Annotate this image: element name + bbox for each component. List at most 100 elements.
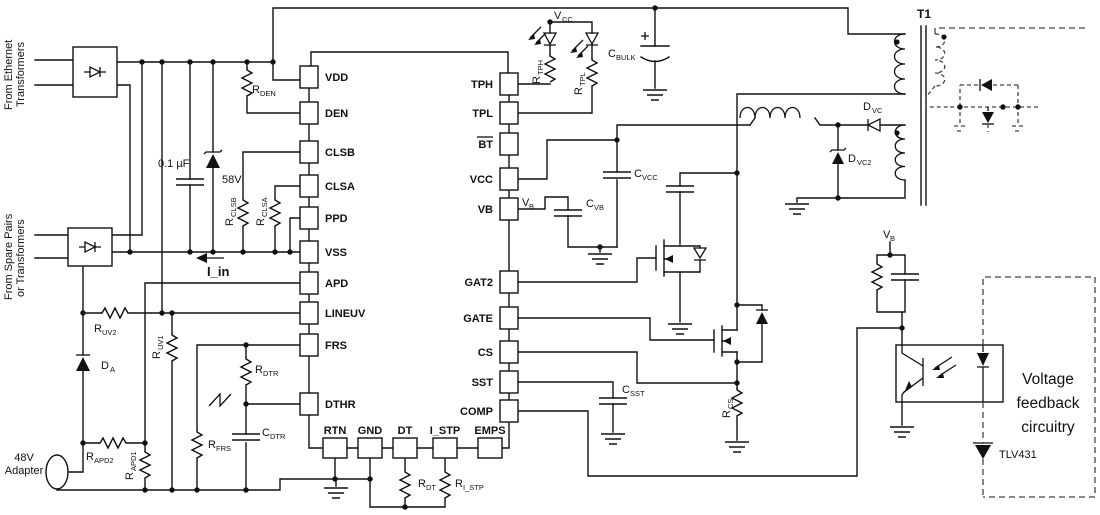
pin-box-apd [299,271,319,295]
svg-text:DEN: DEN [260,89,276,98]
svg-text:UV1: UV1 [156,335,165,350]
svg-text:APD2: APD2 [94,456,114,465]
pin-box-clsb [299,140,319,164]
pin-box-vdd [299,65,319,89]
pin-box-cs [499,340,519,364]
svg-text:D: D [101,360,109,372]
svg-text:I_STP: I_STP [463,483,484,492]
pin-box-bt [499,132,519,156]
iin-arrow-icon [196,253,224,263]
pin-bt: BT [478,139,493,151]
cap-value-label: 0.1 µF [158,158,190,170]
aux-inductor [739,106,801,119]
svg-text:D: D [848,153,856,165]
tlv431-label: TLV431 [999,449,1037,461]
svg-text:C: C [586,198,594,210]
pin-box-sst [499,370,519,394]
svg-text:SST: SST [630,389,645,398]
pin-box-rtn [322,437,348,459]
svg-text:R: R [151,351,163,359]
svg-text:V: V [522,197,530,209]
polarity-dot [894,130,900,136]
pin-box-tph [499,72,519,96]
svg-text:A: A [110,365,115,374]
zener-dvc2 [829,147,847,164]
svg-text:R: R [255,364,263,376]
svg-text:CLSA: CLSA [260,197,269,217]
pin-tpl: TPL [472,108,493,120]
iin-label: I_in [207,264,229,279]
capacitor-cbulk [640,32,670,63]
svg-text:C: C [634,168,642,180]
pin-clsb: CLSB [325,147,355,159]
svg-text:VCC: VCC [642,173,658,182]
svg-text:R: R [255,218,267,226]
optocoupler [895,344,1004,403]
adapter-connector [45,454,69,490]
pin-istp: I_STP [430,425,461,437]
sawtooth-icon [208,392,232,408]
pin-box-vcc [499,167,519,191]
pin-box-gnd [357,437,383,459]
svg-text:TPL: TPL [578,72,587,86]
pin-box-gat2 [499,270,519,294]
pin-vdd: VDD [325,72,348,84]
svg-text:B: B [529,202,534,211]
pin-box-vb [499,197,519,221]
zener-icon [832,152,844,164]
pin-vb: VB [478,204,493,216]
svg-text:R: R [124,472,136,480]
bridge-box [67,227,113,267]
bridge-box [72,46,118,98]
pin-sst: SST [472,377,494,389]
svg-text:R: R [208,439,216,451]
body-diode-icon [756,312,768,324]
pin-lineuv: LINEUV [325,308,366,320]
svg-text:VC: VC [872,106,883,115]
tvs-value-label: 58V [222,174,242,186]
svg-text:APD1: APD1 [129,451,138,471]
svg-text:DTR: DTR [270,432,286,441]
fet-arrow-icon [665,255,673,263]
svg-text:BULK: BULK [616,53,636,62]
svg-text:R: R [252,84,260,96]
tlv431-icon [975,445,991,459]
pin-box-frs [299,333,319,357]
svg-text:R: R [531,76,543,84]
svg-text:CC: CC [562,15,573,24]
core-icon [920,25,927,206]
pin-box-den [299,101,319,125]
t1-label: T1 [917,7,931,21]
primary-winding [893,33,906,95]
fet-arrow-icon [723,337,731,345]
input-label-ethernet: From Ethernet [3,40,15,110]
pin-box-lineuv [299,301,319,325]
pin-box-istp [432,437,458,459]
pin-tph: TPH [471,79,493,91]
svg-text:R: R [573,87,585,95]
pin-apd: APD [325,278,348,290]
pin-box-vss [299,240,319,264]
pin-clsa: CLSA [325,181,355,193]
svg-text:VC2: VC2 [857,158,872,167]
led-arrow-icon [570,47,577,53]
transformer-t1 [893,25,947,206]
pin-rtn: RTN [324,425,347,437]
bridge-rectifier-spare [67,227,113,267]
